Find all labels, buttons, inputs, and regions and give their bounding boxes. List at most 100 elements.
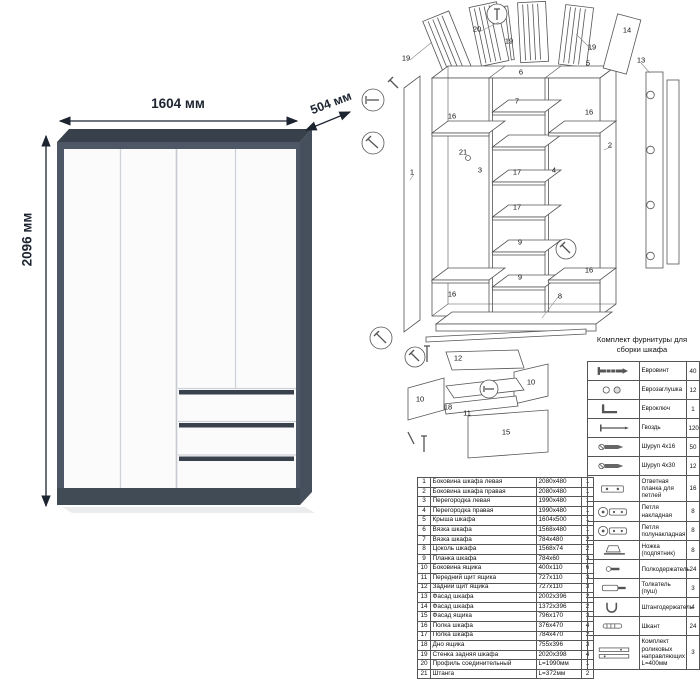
part-name: Боковина ящика — [430, 563, 537, 574]
diagram-part-number: 12 — [453, 353, 463, 363]
diagram-part-number: 16 — [447, 289, 457, 299]
diagram-part-number: 16 — [447, 111, 457, 121]
hardware-name: Ответная планка для петлей — [639, 474, 687, 503]
hardware-icon-cell — [587, 418, 640, 438]
rod-holder-icon — [605, 603, 617, 614]
hardware-name: Шуруп 4x30 — [639, 456, 687, 476]
part-size: 784x480 — [536, 534, 582, 546]
part-number: 11 — [417, 572, 431, 584]
dowel-icon — [602, 623, 622, 629]
part-name: Крыша шкафа — [430, 515, 537, 526]
part-size: 2080x480 — [536, 486, 582, 498]
diagram-part-number: 16 — [584, 265, 594, 275]
hardware-name: Шкант — [639, 616, 687, 637]
part-number: 10 — [417, 563, 431, 574]
hardware-name: Штангодержатель — [639, 597, 693, 618]
part-name: Фасад ящика — [430, 611, 537, 622]
part-name: Перегородка правая — [430, 505, 537, 517]
part-size: 376x470 — [536, 620, 582, 632]
hardware-icon-cell — [587, 437, 640, 457]
drawer-handle — [179, 390, 294, 395]
striker-plate-icon — [600, 485, 624, 493]
cap-icon — [602, 386, 621, 394]
diagram-part-number: 2 — [607, 140, 613, 150]
diagram-part-number: 6 — [518, 67, 524, 77]
hardware-name: Полкодержатель — [639, 559, 690, 580]
diagram-part-number: 19 — [587, 42, 597, 52]
part-size: 1990x480 — [536, 505, 582, 517]
diagram-part-number: 17 — [512, 167, 522, 177]
hardware-icon-cell — [587, 361, 640, 381]
part-name: Передний щит ящика — [430, 572, 537, 584]
diagram-part-number: 20 — [472, 24, 482, 34]
part-number: 15 — [417, 611, 431, 622]
hardware-name: Гвоздь — [639, 418, 687, 438]
part-number: 4 — [417, 505, 431, 517]
part-name: Стенка задняя шкафа — [430, 649, 537, 661]
part-name: Задний щит ящика — [430, 582, 537, 594]
part-size: 755x396 — [536, 640, 582, 651]
part-number: 6 — [417, 524, 431, 536]
part-name: Цоколь шкафа — [430, 544, 537, 555]
diagram-part-number: 14 — [622, 25, 632, 35]
part-number: 1 — [417, 477, 431, 488]
part-name: Вязка шкафа — [430, 524, 537, 536]
part-size: 727x110 — [536, 582, 582, 594]
part-size: 1990x480 — [536, 496, 582, 507]
hardware-qty: 1 — [686, 399, 700, 419]
drawer-diagram — [407, 349, 549, 459]
diagram-part-number: 13 — [636, 55, 646, 65]
part-number: 12 — [417, 582, 431, 594]
part-number: 18 — [417, 640, 431, 651]
diagram-part-number: 15 — [501, 427, 511, 437]
hardware-qty: 12 — [686, 456, 700, 476]
width-dimension-label: 1604 мм — [151, 96, 205, 111]
hardware-qty: 8 — [686, 539, 700, 561]
part-size: 2020x398 — [536, 649, 582, 661]
hardware-row: Ножка (подпятник)8 — [587, 539, 700, 561]
part-name: Фасад шкафа — [430, 601, 537, 613]
part-size: L=1990мм — [536, 659, 582, 670]
part-size: 1568x480 — [536, 524, 582, 536]
diagram-part-number: 21 — [458, 147, 468, 157]
part-name: Перегородка левая — [430, 496, 537, 507]
part-size: 727x110 — [536, 572, 582, 584]
part-name: Профиль соединительный — [430, 659, 537, 670]
screw-icon — [597, 443, 623, 451]
part-number: 19 — [417, 649, 431, 661]
diagram-part-number: 9 — [517, 237, 523, 247]
part-size: 784x60 — [536, 553, 582, 565]
hardware-icon-cell — [587, 501, 640, 522]
part-size: 1372x396 — [536, 601, 582, 613]
wardrobe-illustration — [57, 129, 315, 513]
hinge-icon — [597, 506, 627, 517]
hardware-name: Евровинт — [639, 361, 687, 381]
hardware-kit-title: Комплект фурнитуры для сборки шкафа — [596, 335, 688, 354]
part-name: Полка шкафа — [430, 630, 537, 642]
diagram-part-number: 19 — [504, 36, 514, 46]
hardware-qty: 120 — [686, 418, 700, 438]
drawer-handle — [179, 423, 294, 428]
hardware-icon-cell — [587, 539, 640, 561]
part-qty: 2 — [581, 668, 594, 680]
part-number: 21 — [417, 668, 431, 680]
hardware-name: Евроключ — [639, 399, 687, 419]
diagram-part-number: 10 — [415, 394, 425, 404]
part-size: 796x170 — [536, 611, 582, 622]
hardware-name: Толкатель (пуш) — [639, 578, 687, 599]
confirmat-screw-icon — [597, 367, 628, 375]
diagram-part-number: 7 — [514, 96, 520, 106]
dimension-arrows — [41, 111, 352, 508]
hardware-icon-cell — [587, 474, 640, 503]
